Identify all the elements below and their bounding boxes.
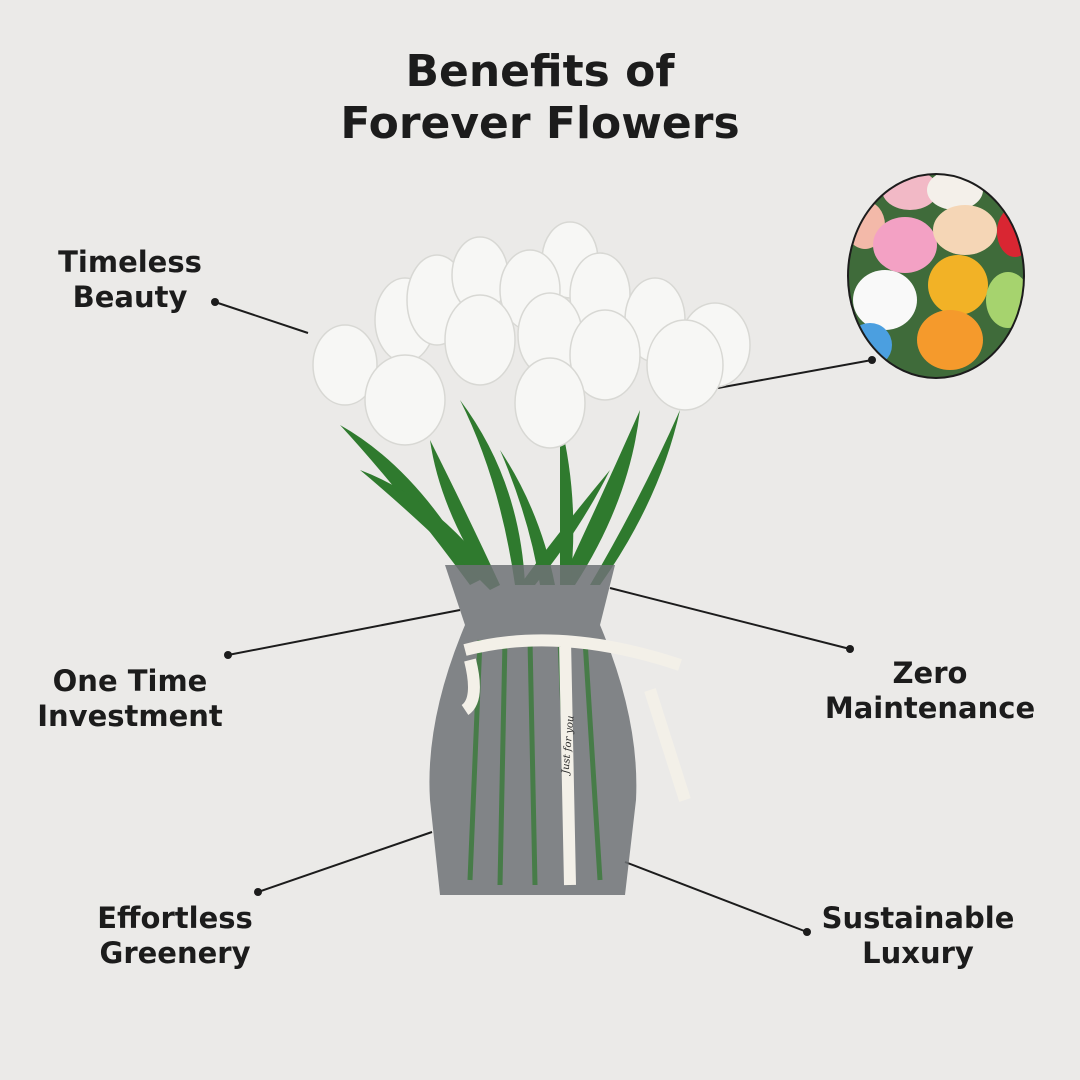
label-effortless-greenery-1: Effortless [97, 901, 253, 935]
ribbon-text: Just for you [560, 715, 576, 776]
label-one-time-investment-1: One Time [53, 664, 208, 698]
label-effortless-greenery-2: Greenery [100, 936, 251, 970]
colorful-tulips-inset [847, 173, 1025, 379]
label-sustainable-luxury-1: Sustainable [822, 901, 1015, 935]
title-line-1: Benefits of [405, 46, 675, 97]
leader-lines [211, 298, 876, 936]
label-timeless-beauty-1: Timeless [58, 245, 202, 279]
label-zero-maintenance-1: Zero [893, 656, 968, 690]
label-one-time-investment-2: Investment [37, 699, 223, 733]
tulip-bouquet-image: Just for you [312, 221, 751, 895]
title-line-2: Forever Flowers [340, 98, 739, 149]
label-zero-maintenance-2: Maintenance [825, 691, 1035, 725]
label-sustainable-luxury-2: Luxury [862, 936, 974, 970]
label-timeless-beauty-2: Beauty [73, 280, 188, 314]
